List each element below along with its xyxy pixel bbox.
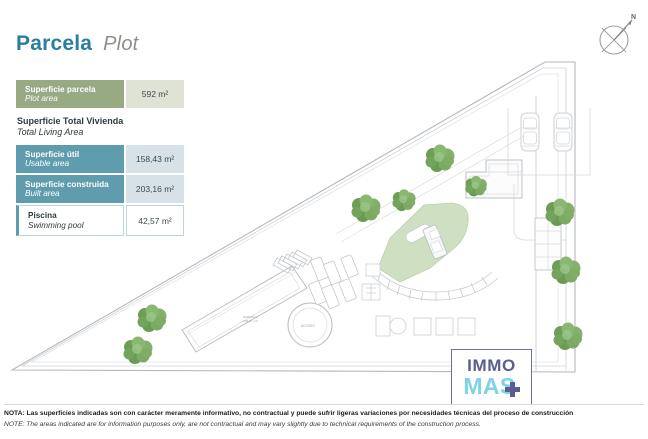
svg-text:PARKING: PARKING bbox=[243, 315, 257, 319]
table-row-built-area: Superficie construida Built area 203,16 … bbox=[16, 174, 184, 204]
lawn-area bbox=[377, 202, 469, 283]
plot-boundary bbox=[9, 61, 576, 373]
compass-rose: N bbox=[599, 14, 636, 55]
row-label: Superficie útil Usable area bbox=[16, 144, 124, 173]
access-road: PARKING 136,87 m2 bbox=[181, 265, 308, 353]
areas-table: Superficie parcela Plot area 592 m² Supe… bbox=[16, 80, 184, 238]
row-value: 592 m² bbox=[126, 80, 184, 109]
table-row-plot-area: Superficie parcela Plot area 592 m² bbox=[16, 80, 184, 109]
row-label-en: Swimming pool bbox=[28, 220, 84, 230]
immo-mas-logo: IMMO MAS bbox=[451, 349, 532, 405]
footer-disclaimer: NOTA: Las superficies indicadas son con … bbox=[0, 404, 648, 429]
site-plan-drawing: PARKING 136,87 m2 ACCESO bbox=[9, 61, 591, 373]
row-value: 203,16 m² bbox=[126, 174, 184, 204]
roundabout: ACCESO bbox=[287, 302, 333, 348]
house-footprint bbox=[422, 224, 448, 260]
patio-furniture bbox=[375, 315, 476, 337]
page-title-en: Plot bbox=[103, 33, 139, 55]
row-label: Superficie construida Built area bbox=[16, 174, 124, 204]
table-subheading: Superficie Total Vivienda Total Living A… bbox=[17, 116, 184, 137]
row-label-en: Built area bbox=[25, 189, 60, 199]
table-row-swimming-pool: Piscina Swimming pool 42,57 m² bbox=[16, 205, 184, 236]
row-label-es: Superficie útil bbox=[25, 149, 80, 159]
plus-icon bbox=[504, 381, 520, 397]
page-title-es: Parcela bbox=[16, 32, 93, 55]
subheading-en: Total Living Area bbox=[17, 126, 84, 137]
compass-north-label: N bbox=[631, 14, 636, 21]
row-value: 42,57 m² bbox=[126, 205, 184, 236]
small-structures bbox=[361, 263, 381, 301]
svg-text:136,87 m2: 136,87 m2 bbox=[243, 319, 258, 323]
table-row-usable-area: Superficie útil Usable area 158,43 m² bbox=[16, 144, 184, 173]
row-value: 158,43 m² bbox=[126, 144, 184, 173]
parking-bays-left bbox=[308, 254, 359, 310]
footer-note-es: NOTA: Las superficies indicadas son con … bbox=[4, 410, 574, 417]
row-label-en: Plot area bbox=[25, 94, 58, 104]
terrace-steps bbox=[371, 269, 499, 302]
svg-text:ACCESO: ACCESO bbox=[301, 324, 315, 328]
logo-text-immo: IMMO bbox=[467, 355, 516, 375]
row-label-es: Superficie construida bbox=[25, 179, 109, 189]
logo-text-mas: MAS bbox=[463, 372, 516, 399]
row-label-en: Usable area bbox=[25, 158, 70, 168]
row-label-es: Piscina bbox=[28, 211, 57, 221]
subheading-es: Superficie Total Vivienda bbox=[17, 116, 124, 127]
footer-note-en: NOTE: The areas indicated are for inform… bbox=[4, 421, 481, 429]
row-label: Piscina Swimming pool bbox=[16, 205, 124, 236]
row-label-es: Superficie parcela bbox=[25, 85, 96, 94]
row-label: Superficie parcela Plot area bbox=[16, 80, 124, 109]
logo-mas-row: MAS bbox=[463, 372, 520, 399]
page-title: Parcela Plot bbox=[16, 32, 138, 56]
pergola-slats bbox=[272, 249, 313, 274]
driveway-outline bbox=[507, 108, 591, 241]
footer-divider bbox=[4, 404, 644, 405]
